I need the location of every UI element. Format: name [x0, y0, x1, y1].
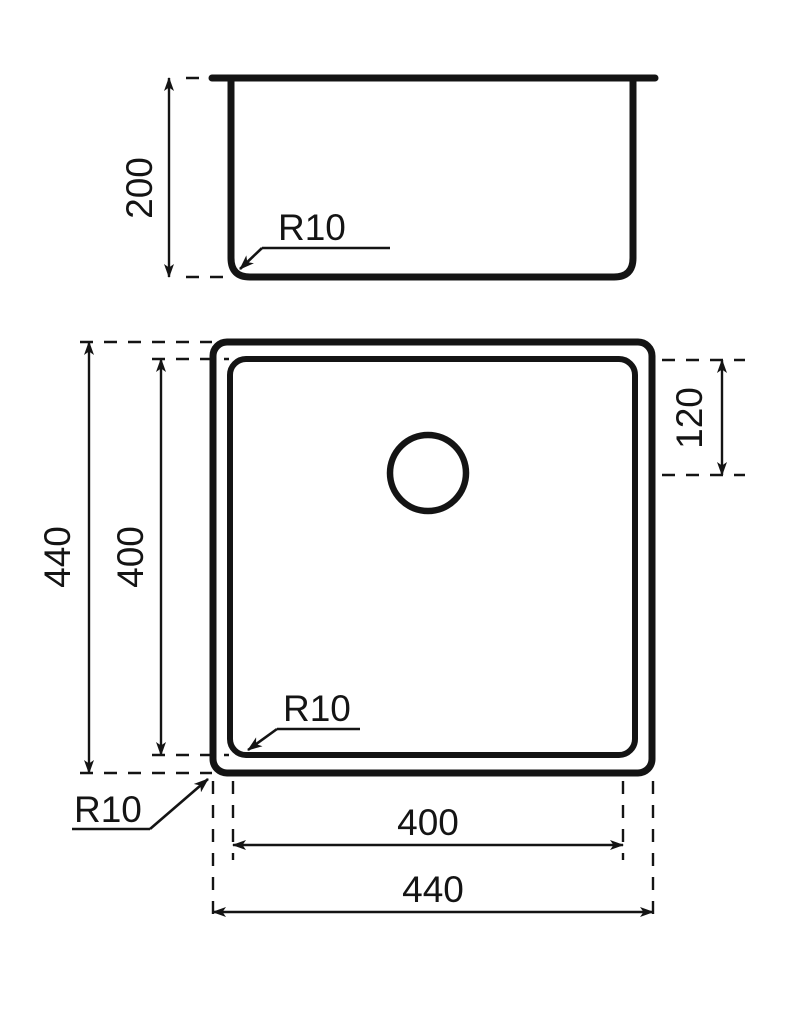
radius-callout-plan-outer-r10: R10 — [72, 778, 209, 831]
plan-outer-rim-rect — [209, 338, 656, 777]
leader-arrow-plan-outer-r10 — [149, 778, 209, 830]
radius-label-plan-inner-r10: R10 — [283, 688, 351, 729]
dim-label-inner-height-400: 400 — [110, 526, 151, 588]
dim-label-depth-200: 200 — [119, 157, 160, 219]
leader-arrow-plan-inner-r10 — [247, 727, 278, 752]
plan-inner-basin-rect — [227, 356, 638, 758]
dimension-outer-height-440: 440 — [37, 340, 212, 775]
dimension-inner-width-400: 400 — [231, 781, 625, 860]
dimension-depth-200: 200 — [119, 76, 229, 279]
radius-label-side-r10: R10 — [278, 207, 346, 248]
dimension-inner-height-400: 400 — [110, 357, 229, 757]
radius-label-plan-outer-r10: R10 — [74, 789, 142, 830]
leader-arrow-side-r10 — [239, 247, 263, 270]
radius-callout-plan-inner-r10: R10 — [247, 688, 360, 752]
side-basin-profile — [227, 76, 637, 281]
dimension-drain-offset-120: 120 — [662, 358, 745, 477]
dim-label-inner-width-400: 400 — [397, 802, 459, 843]
drain-hole-icon — [386, 431, 470, 515]
dim-label-outer-width-440: 440 — [402, 869, 464, 910]
dim-label-outer-height-440: 440 — [37, 526, 78, 588]
dimension-outer-width-440: 440 — [211, 781, 655, 925]
plan-view — [209, 338, 656, 777]
radius-callout-side-r10: R10 — [239, 207, 390, 270]
dim-label-drain-offset-120: 120 — [669, 387, 710, 449]
